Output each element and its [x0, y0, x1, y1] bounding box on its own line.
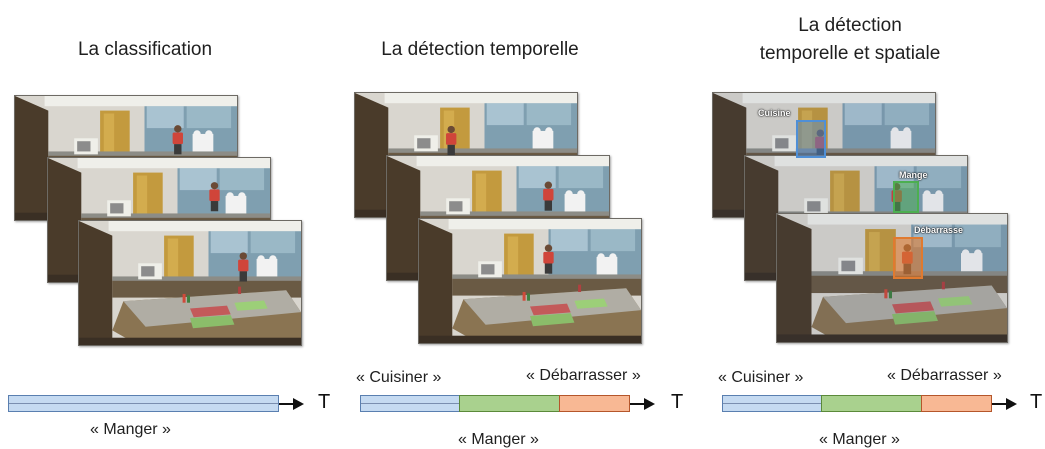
timeline-3-segment-cuisiner [722, 395, 822, 412]
timeline-2-label-debarrasser: « Débarrasser » [526, 367, 641, 384]
timeline-2-axis-label: T [671, 391, 684, 413]
panel-2-frame-3 [418, 218, 642, 344]
timeline-2-segment-manger [459, 395, 560, 412]
timeline-1-label-below: « Manger » [90, 421, 171, 438]
bbox-mange-label: Mange [899, 170, 928, 180]
panel-3-frame-3 [776, 213, 1008, 343]
timeline-2-arrow-head [644, 398, 655, 410]
bbox-mange [893, 181, 919, 213]
timeline-2-label-manger: « Manger » [458, 431, 539, 448]
timeline-3-label-debarrasser: « Débarrasser » [887, 367, 1002, 384]
timeline-3-arrow-line [992, 403, 1006, 405]
timeline-3-label-cuisiner: « Cuisiner » [718, 369, 804, 386]
panel-1-frame-3 [78, 220, 302, 346]
panel-3-title-line-2: temporelle et spatiale [759, 43, 941, 64]
timeline-2-arrow-line [630, 403, 644, 405]
timeline-3-label-manger: « Manger » [819, 431, 900, 448]
panel-3-title: La détection temporelle et spatiale [700, 12, 1000, 68]
timeline-3-segment-manger [821, 395, 922, 412]
panel-1-title: La classification [77, 39, 213, 60]
panel-3-title-line-1: La détection [798, 15, 902, 36]
timeline-2-segment-cuisiner [360, 395, 460, 412]
bbox-debarrasse [893, 237, 923, 279]
bbox-debarrasse-label: Débarrasse [914, 225, 964, 235]
bbox-cuisine [796, 120, 826, 158]
timeline-3-segment-debarrasser [921, 395, 992, 412]
timeline-1-arrow-line [279, 403, 293, 405]
panel-2-title: La détection temporelle [381, 39, 579, 60]
timeline-2-label-cuisiner: « Cuisiner » [356, 369, 442, 386]
timeline-3-arrow-head [1006, 398, 1017, 410]
timeline-1-arrow-head [293, 398, 304, 410]
timeline-3-axis-label: T [1030, 391, 1043, 413]
timeline-1-axis-label: T [318, 391, 331, 413]
bbox-cuisine-label: Cuisine [758, 108, 791, 118]
timeline-1-segment-manger [8, 395, 279, 412]
timeline-2-segment-debarrasser [559, 395, 630, 412]
